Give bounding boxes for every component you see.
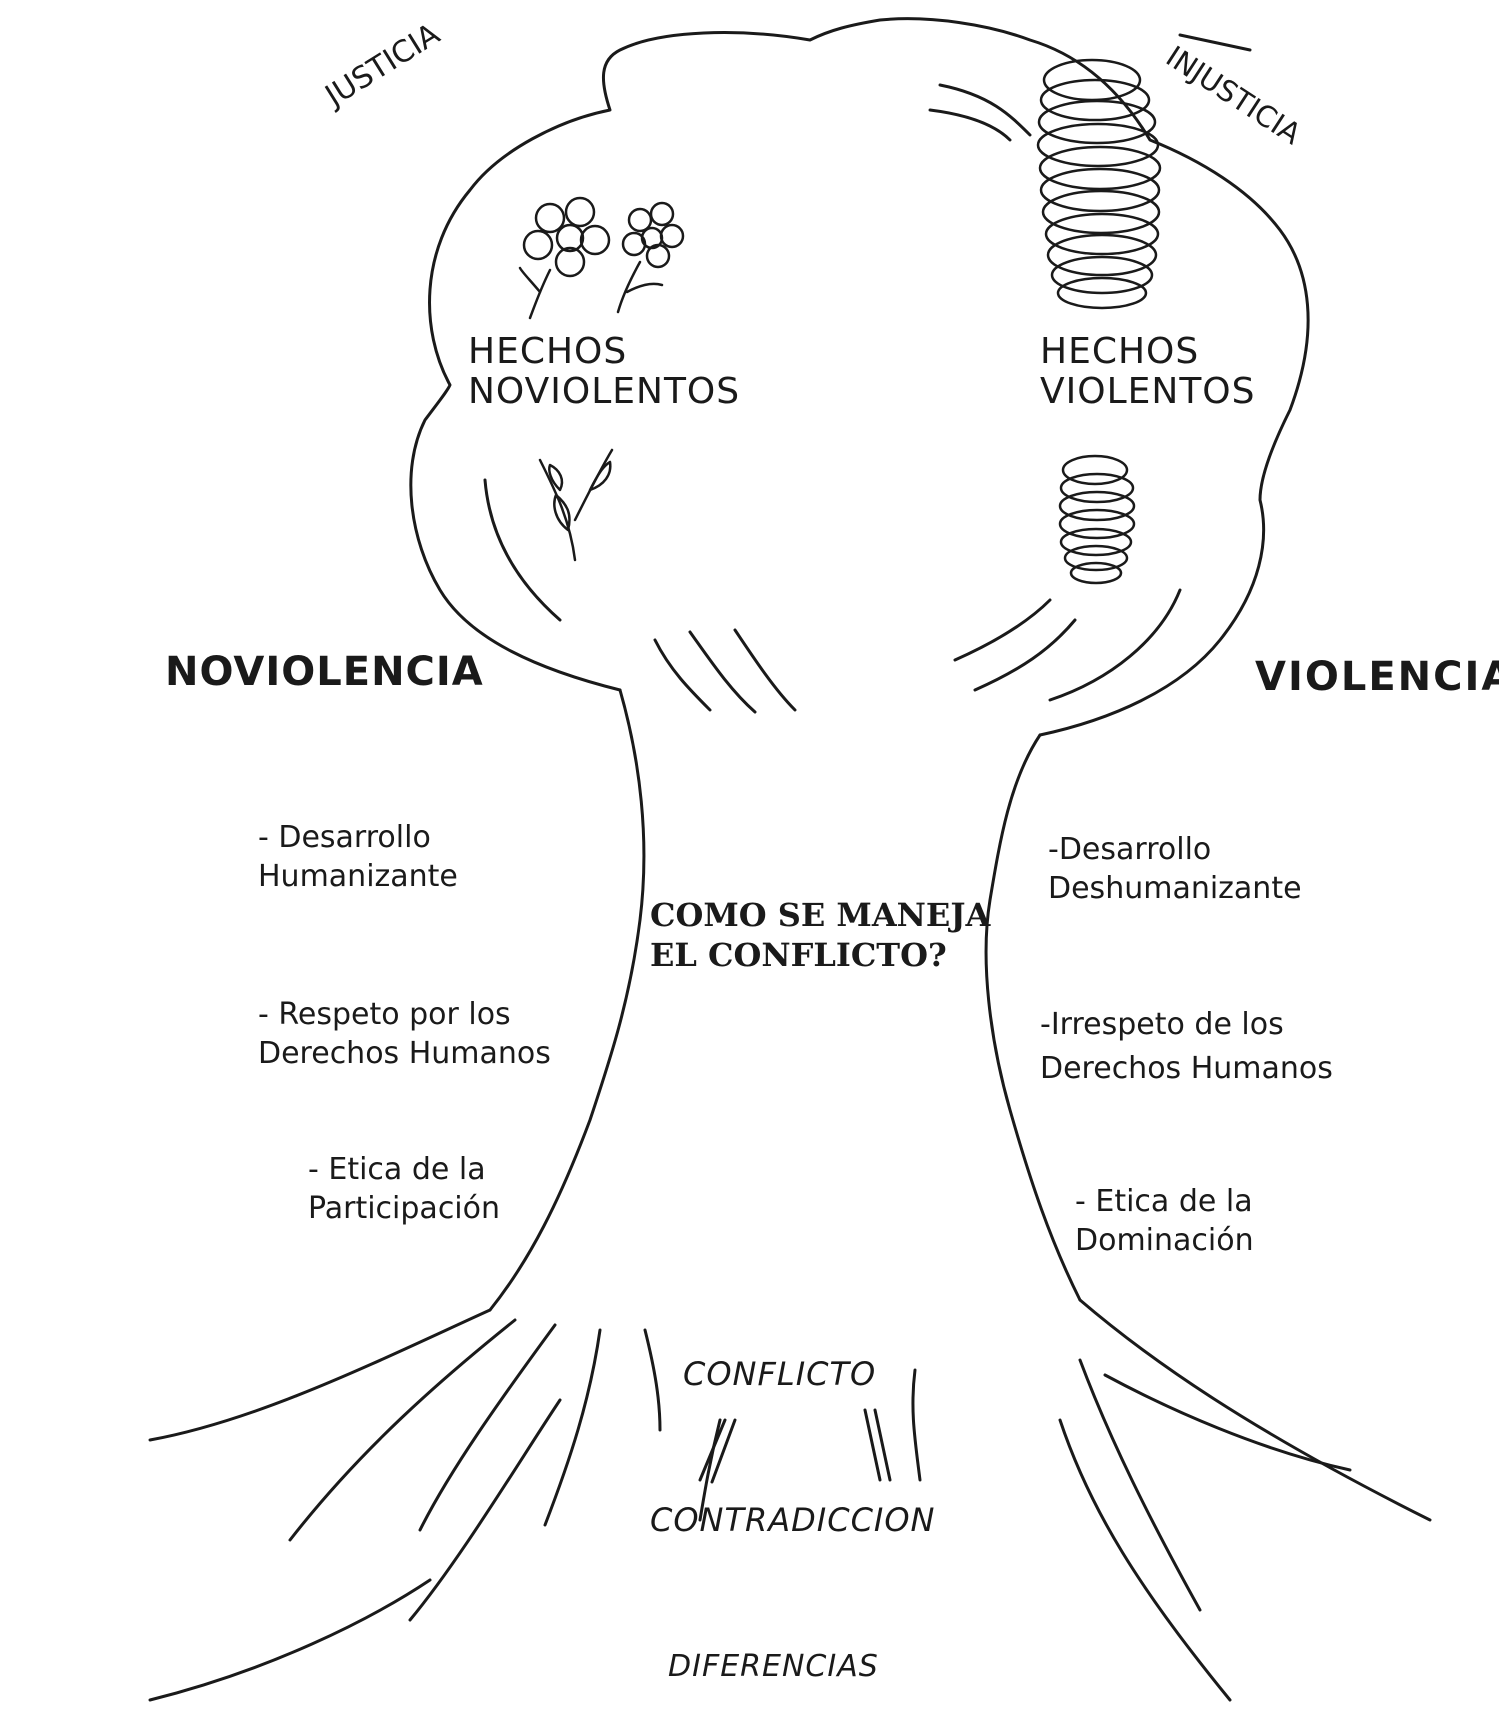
right-item: -Desarrollo Deshumanizante xyxy=(1048,830,1302,908)
root-line xyxy=(420,1325,555,1530)
sprout-icon xyxy=(540,450,612,560)
crown-line xyxy=(940,85,1030,135)
root-line xyxy=(1080,1360,1200,1610)
root-line xyxy=(150,1580,430,1700)
item-line: -Desarrollo xyxy=(1048,830,1302,869)
root-line xyxy=(913,1370,920,1480)
noviolencia-title: NOVIOLENCIA xyxy=(165,650,484,695)
spring-coil-icon xyxy=(1060,456,1134,583)
crown-line xyxy=(975,620,1075,690)
contradiccion-label: CONTRADICCION xyxy=(650,1503,935,1539)
violencia-title: VIOLENCIA xyxy=(1255,655,1499,700)
left-item: - Etica de la Participación xyxy=(308,1150,500,1228)
root-line xyxy=(150,1310,490,1440)
crown-line xyxy=(1050,590,1180,700)
item-line: - Etica de la xyxy=(1075,1182,1254,1221)
crown-line xyxy=(735,630,795,710)
item-line: Dominación xyxy=(1075,1221,1254,1260)
right-item: -Irrespeto de los Derechos Humanos xyxy=(1040,1003,1333,1090)
trunk-question: COMO SE MANEJA EL CONFLICTO? xyxy=(650,895,990,975)
item-line: Deshumanizante xyxy=(1048,869,1302,908)
root-line xyxy=(645,1330,660,1430)
root-line xyxy=(1080,1300,1430,1520)
hechos-noviolentos-label: HECHOS NOVIOLENTOS xyxy=(468,332,740,413)
question-line: COMO SE MANEJA xyxy=(650,895,990,935)
root-line xyxy=(545,1330,600,1525)
label-line: HECHOS xyxy=(1040,332,1256,372)
item-line: - Etica de la xyxy=(308,1150,500,1189)
root-line xyxy=(410,1400,560,1620)
crown-line xyxy=(485,480,560,620)
label-line: VIOLENTOS xyxy=(1040,372,1256,412)
flower-icon xyxy=(520,198,609,318)
item-line: -Irrespeto de los xyxy=(1040,1003,1333,1047)
item-line: Derechos Humanos xyxy=(258,1034,551,1073)
label-line: HECHOS xyxy=(468,332,740,372)
left-item: - Desarrollo Humanizante xyxy=(258,818,458,896)
item-line: - Desarrollo xyxy=(258,818,458,857)
crown-line xyxy=(930,110,1010,140)
diferencias-label: DIFERENCIAS xyxy=(668,1650,879,1684)
conflicto-label: CONFLICTO xyxy=(683,1357,876,1393)
hechos-violentos-label: HECHOS VIOLENTOS xyxy=(1040,332,1256,413)
question-line: EL CONFLICTO? xyxy=(650,935,990,975)
spring-coil-icon xyxy=(1038,60,1160,308)
link-mark xyxy=(700,1420,725,1480)
item-line: - Respeto por los xyxy=(258,995,551,1034)
root-line xyxy=(1105,1375,1350,1470)
item-line: Derechos Humanos xyxy=(1040,1047,1333,1091)
item-line: Participación xyxy=(308,1189,500,1228)
link-mark xyxy=(712,1420,735,1482)
flower-icon xyxy=(618,203,683,312)
label-line: NOVIOLENTOS xyxy=(468,372,740,412)
crown-line xyxy=(955,600,1050,660)
right-item: - Etica de la Dominación xyxy=(1075,1182,1254,1260)
root-line xyxy=(1060,1420,1230,1700)
item-line: Humanizante xyxy=(258,857,458,896)
left-item: - Respeto por los Derechos Humanos xyxy=(258,995,551,1073)
